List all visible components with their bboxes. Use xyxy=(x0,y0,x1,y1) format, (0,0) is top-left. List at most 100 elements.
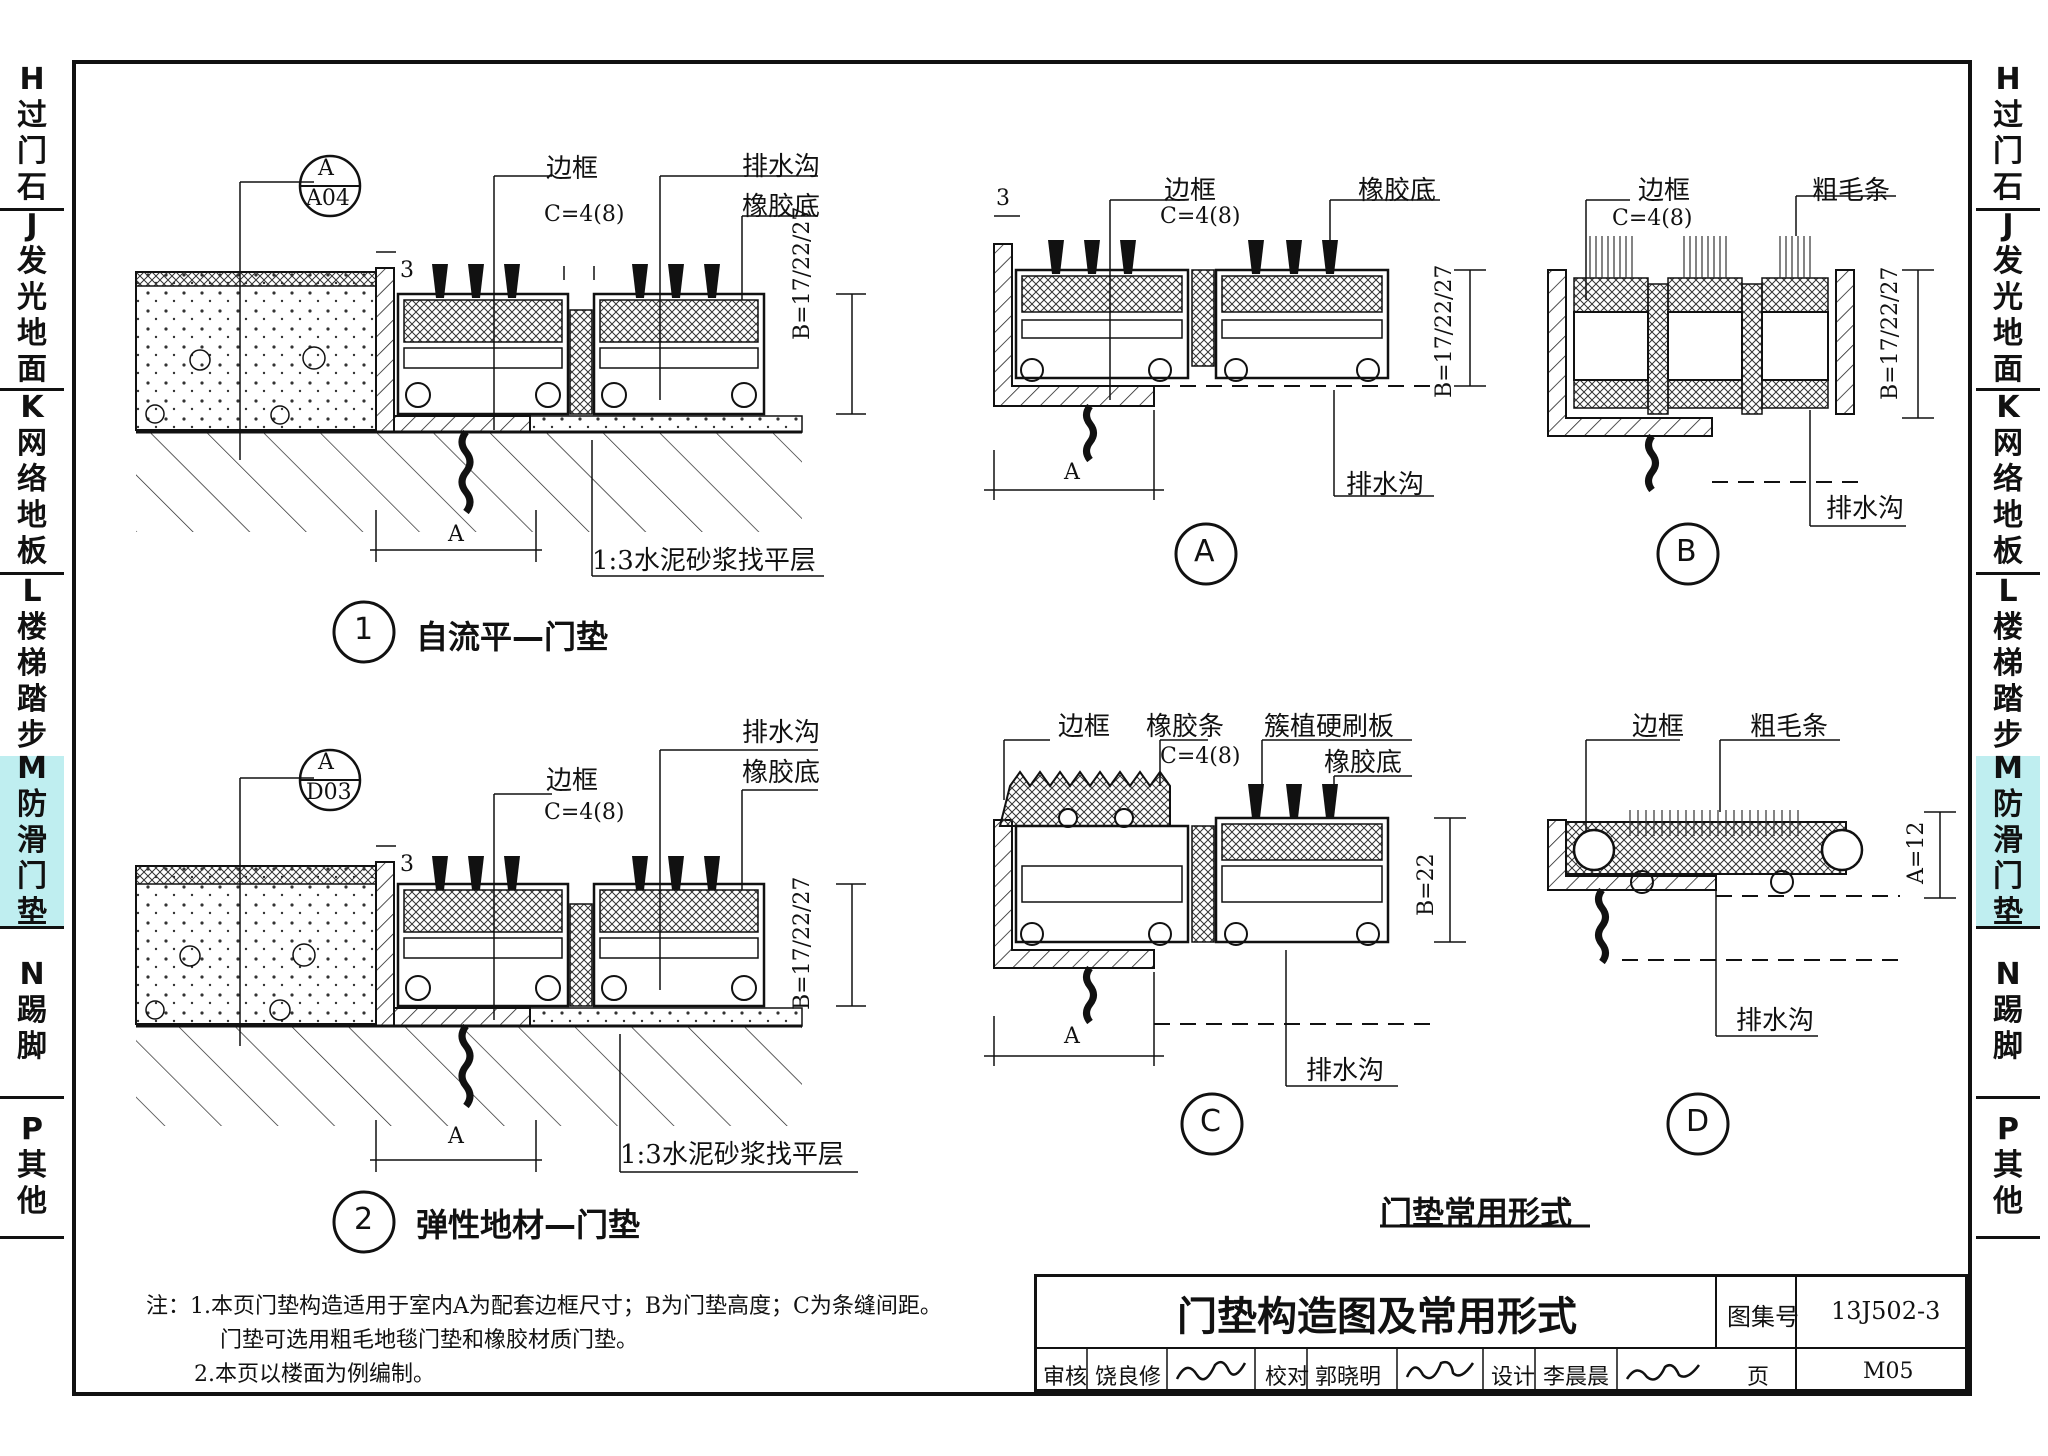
tab-text: 网络地板 xyxy=(1993,426,2023,569)
fb-frame-label: 边框 xyxy=(1638,176,1691,206)
tab-text: 发光地面 xyxy=(17,244,47,387)
tab-text: 过门石 xyxy=(17,98,47,205)
tab-letter: M xyxy=(1993,751,2023,786)
d2-frame-label: 边框 xyxy=(546,766,599,796)
design-label: 设计 xyxy=(1491,1365,1536,1390)
fd-height-label: A=12 xyxy=(1904,821,1929,884)
tab-text: 楼梯踏步 xyxy=(17,610,47,753)
d2-rubber-label: 橡胶底 xyxy=(742,758,821,788)
fd-tag: D xyxy=(1686,1104,1710,1139)
fd-frame-label: 边框 xyxy=(1632,712,1685,742)
d2-number: 2 xyxy=(354,1202,374,1237)
tab-letter: M xyxy=(17,751,47,786)
d2-width-label: A xyxy=(448,1124,464,1149)
d1-frame-label: 边框 xyxy=(546,154,599,184)
d1-drain-label: 排水沟 xyxy=(742,152,821,182)
fb-height-label: B=17/22/27 xyxy=(1878,266,1903,400)
signatures xyxy=(1086,1349,1700,1389)
fc-width-label: A xyxy=(1064,1024,1080,1049)
d1-height-label: B=17/22/27 xyxy=(790,206,815,340)
form-a-section xyxy=(984,199,1486,586)
fc-tag: C xyxy=(1200,1104,1221,1139)
tab-letter: K xyxy=(1996,390,2020,425)
fc-rubber-strip-label: 橡胶条 xyxy=(1146,712,1225,742)
fb-coarse-label: 粗毛条 xyxy=(1812,176,1891,206)
d2-three-label: 3 xyxy=(400,852,414,877)
fa-frame-label: 边框 xyxy=(1164,176,1217,206)
d2-mortar-label: 1:3水泥砂浆找平层 xyxy=(620,1140,844,1170)
d1-three-label: 3 xyxy=(400,258,414,283)
tab-letter: K xyxy=(20,390,44,425)
fd-drain-label: 排水沟 xyxy=(1736,1006,1815,1036)
d1-ref-top: A xyxy=(318,156,334,181)
fa-rubber-label: 橡胶底 xyxy=(1358,176,1437,206)
detail-2-section xyxy=(135,748,866,1254)
tab-letter: H xyxy=(19,62,45,97)
page-number: M05 xyxy=(1863,1359,1914,1384)
tab-text: 防滑门垫 xyxy=(17,787,47,930)
d1-rubber-label: 橡胶底 xyxy=(742,192,821,222)
note-line-1: 注：1.本页门垫构造适用于室内A为配套边框尺寸；B为门垫高度；C为条缝间距。 xyxy=(146,1294,942,1319)
d1-ref-bottom: A04 xyxy=(306,186,350,211)
d2-title: 弹性地材—门垫 xyxy=(416,1206,641,1244)
reviewer-name: 饶良修 xyxy=(1095,1365,1162,1390)
page-label: 页 xyxy=(1747,1365,1770,1390)
check-label: 校对 xyxy=(1265,1365,1310,1390)
fa-height-label: B=17/22/27 xyxy=(1432,264,1457,398)
d1-title: 自流平—门垫 xyxy=(416,618,609,656)
fb-drain-label: 排水沟 xyxy=(1826,494,1905,524)
checker-name: 郭晓明 xyxy=(1315,1365,1382,1390)
designer-name: 李晨晨 xyxy=(1543,1365,1610,1390)
tab-text: 防滑门垫 xyxy=(1993,787,2023,930)
fc-frame-label: 边框 xyxy=(1058,712,1111,742)
fc-height-label: B=22 xyxy=(1414,853,1439,916)
tab-text: 网络地板 xyxy=(17,426,47,569)
drawing-title: 门垫构造图及常用形式 xyxy=(1177,1294,1577,1340)
note-line-3: 2.本页以楼面为例编制。 xyxy=(194,1362,435,1387)
title-block: 门垫构造图及常用形式 图集号 13J502-3 审核 饶良修 校对 郭晓明 设计… xyxy=(1034,1274,1971,1392)
tab-text: 其他 xyxy=(1993,1148,2023,1219)
tab-letter: J xyxy=(2002,208,2014,243)
fd-coarse-label: 粗毛条 xyxy=(1750,712,1829,742)
d1-gap-label: C=4(8) xyxy=(544,202,625,227)
tab-text: 踢脚 xyxy=(1993,993,2023,1064)
atlas-label: 图集号 xyxy=(1727,1303,1799,1331)
tab-letter: N xyxy=(1995,957,2021,992)
fc-gap-label: C=4(8) xyxy=(1160,744,1241,769)
tab-letter: J xyxy=(26,208,38,243)
note-line-2: 门垫可选用粗毛地毯门垫和橡胶材质门垫。 xyxy=(220,1328,639,1353)
tab-letter: N xyxy=(19,957,45,992)
d2-drain-label: 排水沟 xyxy=(742,718,821,748)
form-b-section xyxy=(1547,195,1934,586)
fa-tag: A xyxy=(1194,534,1215,569)
fa-width-label: A xyxy=(1064,460,1080,485)
fa-gap-label: C=4(8) xyxy=(1160,204,1241,229)
d2-height-label: B=17/22/27 xyxy=(790,876,815,1010)
tab-text: 发光地面 xyxy=(1993,244,2023,387)
d1-mortar-label: 1:3水泥砂浆找平层 xyxy=(592,546,816,576)
fc-rubber-label: 橡胶底 xyxy=(1324,748,1403,778)
d2-gap-label: C=4(8) xyxy=(544,800,625,825)
form-d-section xyxy=(1547,739,1956,1156)
tab-text: 其他 xyxy=(17,1148,47,1219)
tab-letter: P xyxy=(1997,1112,2019,1147)
tab-text: 踢脚 xyxy=(17,993,47,1064)
form-c-section xyxy=(984,739,1466,1156)
d1-width-label: A xyxy=(448,522,464,547)
atlas-number: 13J502-3 xyxy=(1831,1297,1941,1325)
fc-brush-label: 簇植硬刷板 xyxy=(1264,712,1395,742)
